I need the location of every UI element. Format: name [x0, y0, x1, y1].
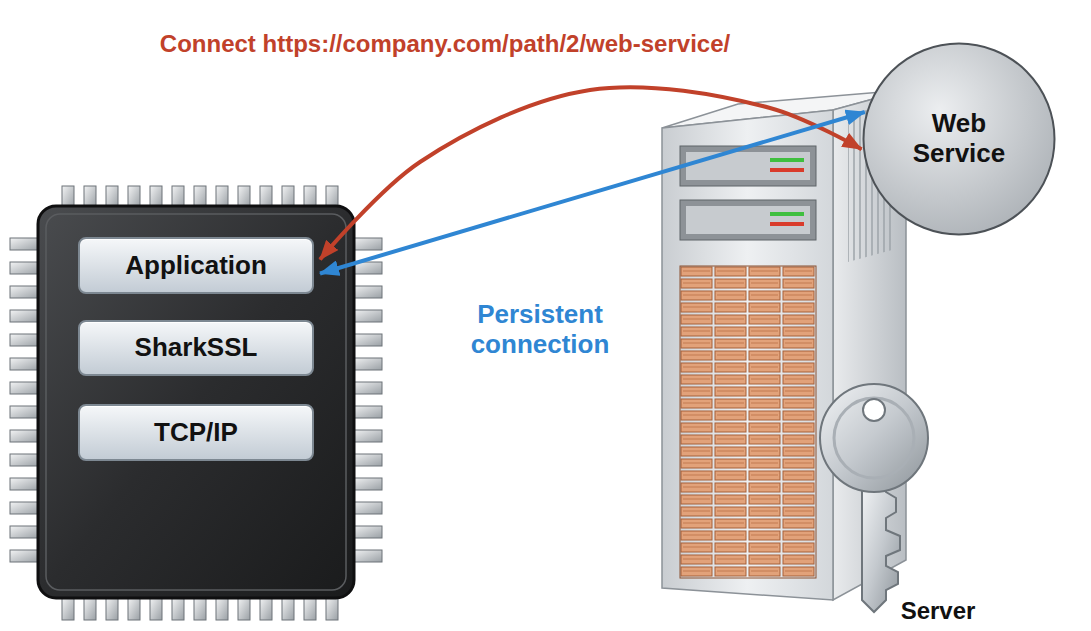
chip-pin	[194, 598, 206, 620]
node-text: SharkSSL	[135, 333, 258, 363]
key-icon	[820, 384, 928, 612]
connector-arrow	[320, 87, 862, 259]
chip-pin	[352, 406, 382, 418]
chip-pin	[352, 430, 382, 442]
key-head	[820, 384, 928, 492]
chip-pin	[352, 382, 382, 394]
vent-grid	[680, 266, 816, 578]
server-front	[662, 110, 833, 600]
chip-pin	[216, 598, 228, 620]
connector-label: Connect https://company.com/path/2/web-s…	[160, 30, 730, 58]
chip-pin	[282, 598, 294, 620]
connector-label: Persistent connection	[450, 300, 630, 360]
chip-pin	[10, 286, 40, 298]
chip-pin	[10, 454, 40, 466]
chip-pin	[352, 526, 382, 538]
chip-pin	[106, 598, 118, 620]
key-hole	[863, 399, 885, 421]
chip-pin	[10, 502, 40, 514]
server-label: Server	[901, 597, 976, 625]
chip-pin	[238, 598, 250, 620]
chip-pin	[352, 454, 382, 466]
node-text: Web Service	[894, 109, 1024, 169]
chip-pin	[172, 598, 184, 620]
layer-box: TCP/IP	[78, 404, 314, 461]
layer-box: Application	[78, 237, 314, 294]
chip-pin	[62, 598, 74, 620]
chip-pin	[10, 334, 40, 346]
chip-body	[38, 206, 354, 598]
node-text: Application	[125, 251, 267, 281]
service-circle: Web Service	[862, 42, 1056, 236]
circle-shape	[864, 44, 1055, 235]
chip-bevel	[46, 214, 346, 590]
chip-pin	[352, 358, 382, 370]
chip-pin	[10, 526, 40, 538]
drive-face	[686, 206, 810, 234]
drive-bay	[680, 200, 816, 240]
chip-pin	[10, 550, 40, 562]
status-led	[770, 212, 804, 216]
status-led	[770, 222, 804, 226]
chip-pin	[10, 238, 40, 250]
connector-arrow	[320, 112, 865, 274]
chip-pin	[352, 238, 382, 250]
chip-pin	[10, 310, 40, 322]
drive-bay	[680, 146, 816, 186]
chip-pin	[326, 598, 338, 620]
key-rim	[834, 398, 914, 478]
chip-pin	[128, 598, 140, 620]
chip-pin	[10, 382, 40, 394]
chip-pin	[10, 430, 40, 442]
chip-pin	[84, 598, 96, 620]
status-led	[770, 158, 804, 162]
node-text: TCP/IP	[154, 418, 238, 448]
drive-face	[686, 152, 810, 180]
chip-pin	[304, 598, 316, 620]
chip-pin	[10, 358, 40, 370]
chip-pin	[150, 598, 162, 620]
chip-pin	[352, 310, 382, 322]
chip-pin	[352, 502, 382, 514]
chip-pin	[10, 406, 40, 418]
chip-pin	[352, 478, 382, 490]
chip-pin	[352, 334, 382, 346]
chip-pin	[10, 478, 40, 490]
chip-pin	[352, 286, 382, 298]
chip-pin	[260, 598, 272, 620]
chip-pin	[10, 262, 40, 274]
chip-pin	[352, 550, 382, 562]
layer-box: SharkSSL	[78, 320, 314, 376]
key-blade	[862, 486, 900, 612]
status-led	[770, 168, 804, 172]
